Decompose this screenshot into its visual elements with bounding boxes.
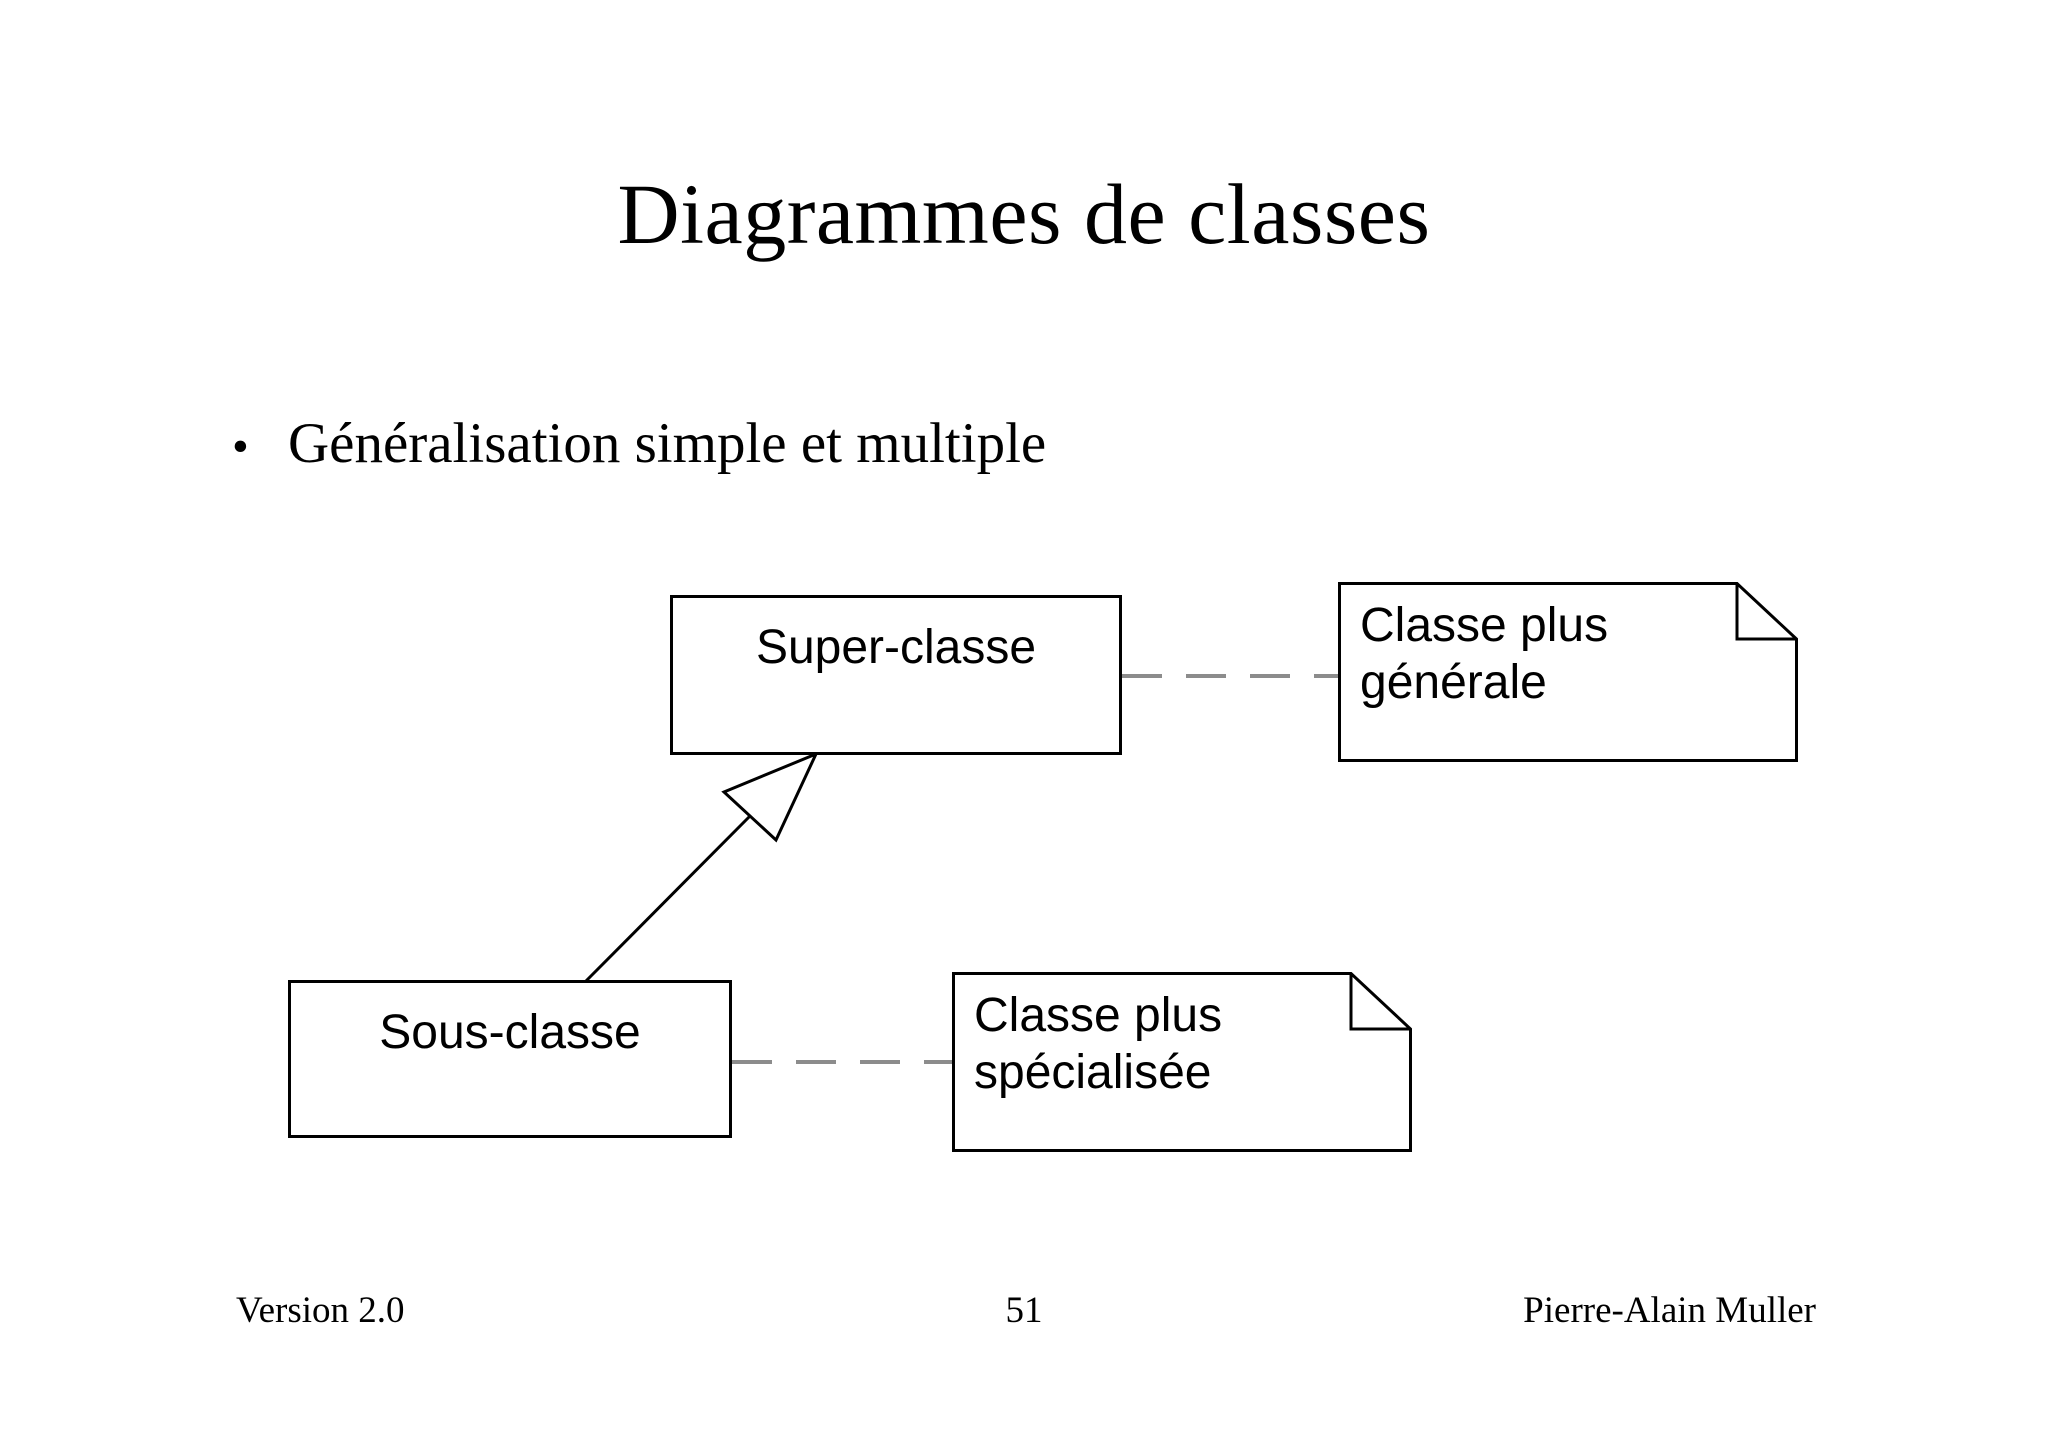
note-shape-icon [952,972,1412,1152]
note-shape-icon [1338,582,1798,762]
bullet-point-icon: • [232,420,249,473]
note-classe-plus-generale[interactable]: Classe plus générale [1338,582,1798,762]
generalization-arrowhead [721,751,819,843]
bullet-item-label: Généralisation simple et multiple [288,412,1047,475]
bullet-item: • Généralisation simple et multiple [232,411,1046,477]
class-box-super-classe[interactable]: Super-classe [670,595,1122,755]
generalization-line [584,812,754,983]
note-text-label: Classe plus spécialisée [974,989,1223,1099]
class-name-label: Sous-classe [379,1006,641,1059]
note-text-label: Classe plus générale [1360,599,1609,709]
footer-author: Pierre-Alain Muller [1523,1290,1816,1331]
page-title: Diagrammes de classes [617,166,1431,262]
footer-page-number: 51 [1005,1290,1043,1331]
class-name-label: Super-classe [755,621,1037,674]
footer-version: Version 2.0 [236,1290,405,1331]
note-classe-plus-specialisee[interactable]: Classe plus spécialisée [952,972,1412,1152]
class-box-sous-classe[interactable]: Sous-classe [288,980,732,1138]
